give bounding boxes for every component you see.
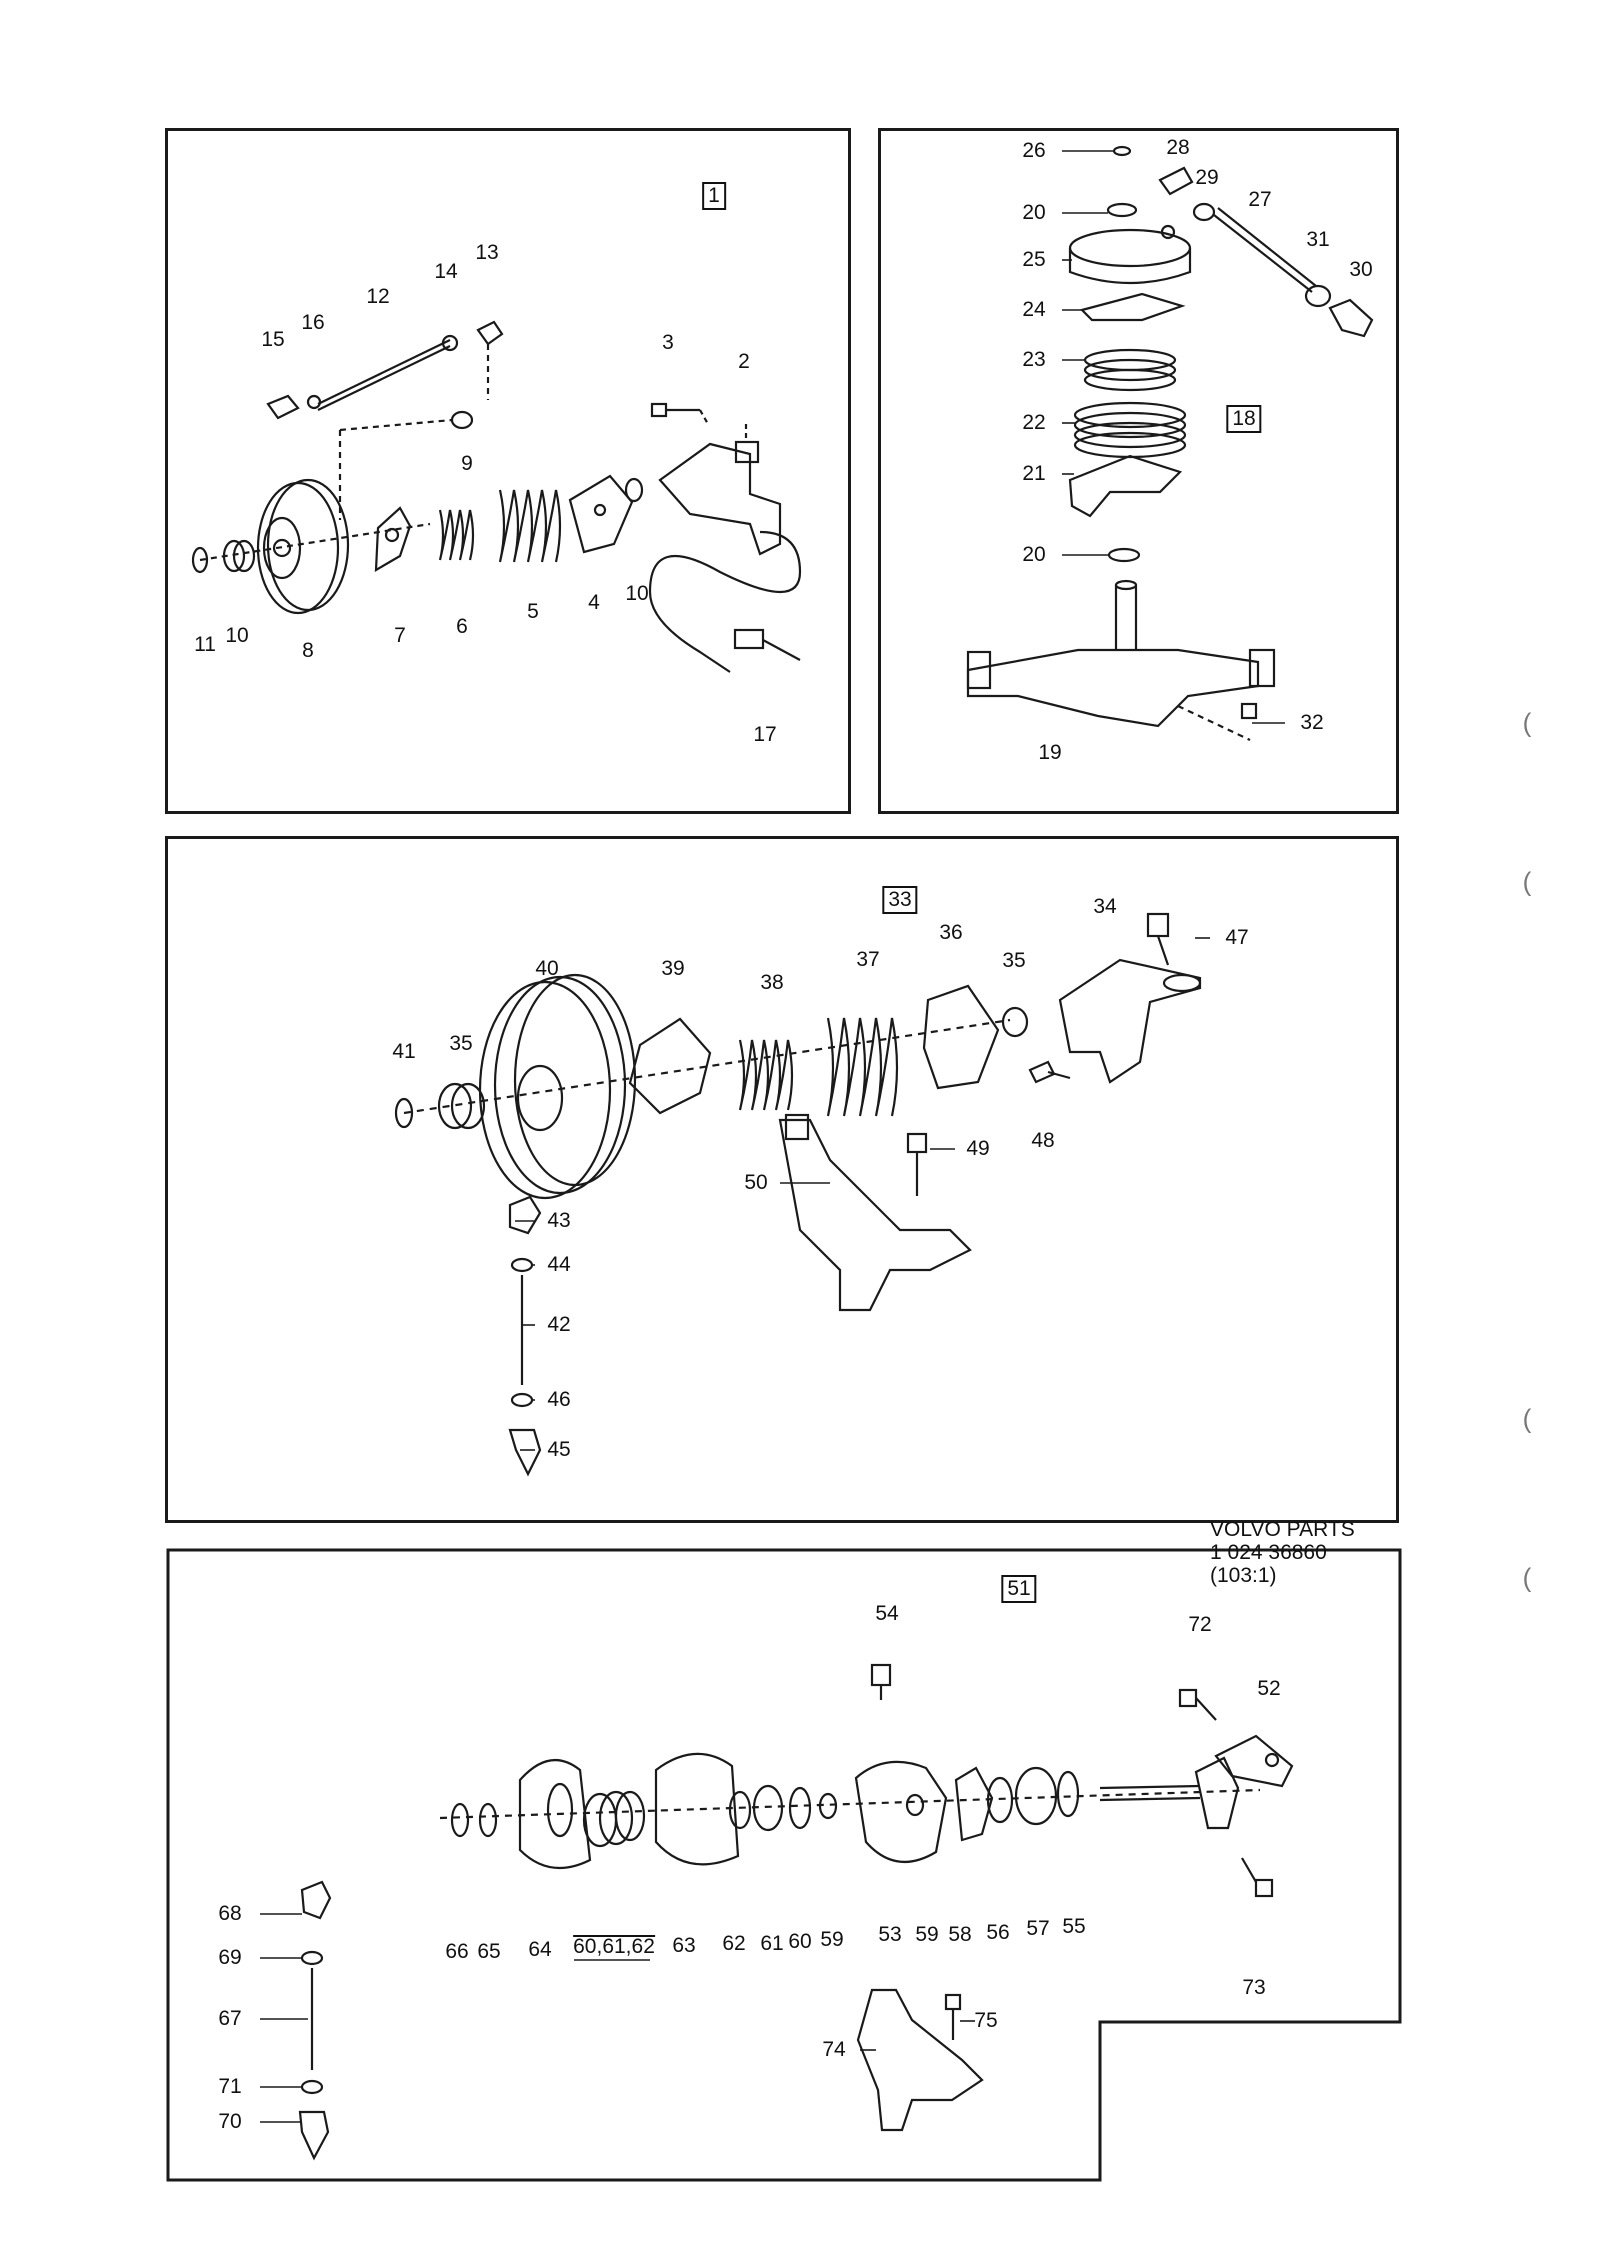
part-label: 44 bbox=[547, 1253, 571, 1276]
part-label: 60 bbox=[788, 1930, 812, 1953]
part-label: 60,61,62 bbox=[573, 1935, 655, 1958]
part-label: 34 bbox=[1093, 895, 1117, 918]
part-label: 10 bbox=[225, 624, 249, 647]
part-label: 67 bbox=[218, 2007, 242, 2030]
part-label: 12 bbox=[366, 285, 390, 308]
part-label: 69 bbox=[218, 1946, 242, 1969]
part-label: 21 bbox=[1022, 462, 1046, 485]
part-label: 62 bbox=[722, 1932, 746, 1955]
part-label: 63 bbox=[672, 1934, 696, 1957]
part-label: 73 bbox=[1242, 1976, 1266, 1999]
part-label: 20 bbox=[1022, 543, 1046, 566]
margin-mark: ( bbox=[1522, 707, 1532, 738]
part-label: 3 bbox=[662, 331, 674, 354]
part-label: 71 bbox=[218, 2075, 242, 2098]
part-label: 24 bbox=[1022, 298, 1046, 321]
group-number-51: 51 bbox=[1001, 1575, 1037, 1603]
part-label: 31 bbox=[1306, 228, 1330, 251]
part-label: 36 bbox=[939, 921, 963, 944]
part-label: 61 bbox=[760, 1932, 784, 1955]
part-label: 23 bbox=[1022, 348, 1046, 371]
part-label: 53 bbox=[878, 1923, 902, 1946]
part-label: 11 bbox=[194, 633, 216, 656]
part-label: 5 bbox=[527, 600, 539, 623]
catalog-number: 1 024 36860 bbox=[1210, 1541, 1327, 1564]
part-label: 39 bbox=[661, 957, 685, 980]
panel1-parts bbox=[191, 320, 802, 673]
part-label: 8 bbox=[302, 639, 314, 662]
margin-mark: ( bbox=[1522, 866, 1532, 897]
part-label: 38 bbox=[760, 971, 784, 994]
panel-group-18 bbox=[878, 128, 1399, 814]
part-label: 32 bbox=[1300, 711, 1324, 734]
part-label: 35 bbox=[1002, 949, 1026, 972]
part-label: 66 bbox=[445, 1940, 469, 1963]
part-label: 30 bbox=[1349, 258, 1373, 281]
part-label: 28 bbox=[1166, 136, 1190, 159]
catalog-brand: VOLVO PARTS bbox=[1210, 1518, 1355, 1541]
part-label: 47 bbox=[1225, 926, 1249, 949]
part-label: 45 bbox=[547, 1438, 571, 1461]
group-number-33: 33 bbox=[882, 886, 918, 914]
group-number-1: 1 bbox=[702, 182, 726, 210]
part-label: 19 bbox=[1038, 741, 1062, 764]
part-label: 41 bbox=[392, 1040, 416, 1063]
part-label: 6 bbox=[456, 615, 468, 638]
leader-lines bbox=[260, 150, 1285, 2123]
part-label: 29 bbox=[1195, 166, 1219, 189]
part-label: 74 bbox=[822, 2038, 846, 2061]
part-label: 20 bbox=[1022, 201, 1046, 224]
panel18-parts bbox=[966, 145, 1374, 741]
part-label: 59 bbox=[820, 1928, 844, 1951]
part-label: 35 bbox=[449, 1032, 473, 1055]
panel-group-1 bbox=[165, 128, 851, 814]
part-label: 14 bbox=[434, 260, 458, 283]
panel51-parts bbox=[298, 1663, 1294, 2161]
part-label: 17 bbox=[753, 723, 777, 746]
part-label: 68 bbox=[218, 1902, 242, 1925]
part-label: 49 bbox=[966, 1137, 990, 1160]
panel-group-51-outline bbox=[166, 1548, 1402, 2182]
part-label: 15 bbox=[261, 328, 285, 351]
part-label: 64 bbox=[528, 1938, 552, 1961]
part-label: 16 bbox=[301, 311, 325, 334]
part-label: 70 bbox=[218, 2110, 242, 2133]
part-label: 9 bbox=[461, 452, 473, 475]
part-label: 57 bbox=[1026, 1917, 1050, 1940]
part-label: 55 bbox=[1062, 1915, 1086, 1938]
part-label: 50 bbox=[744, 1171, 768, 1194]
part-label: 2 bbox=[738, 350, 750, 373]
part-label: 37 bbox=[856, 948, 880, 971]
margin-mark: ( bbox=[1522, 1403, 1532, 1434]
margin-mark: ( bbox=[1522, 1562, 1532, 1593]
part-label: 25 bbox=[1022, 248, 1046, 271]
part-label: 75 bbox=[974, 2009, 998, 2032]
panel33-parts bbox=[394, 912, 1202, 1477]
part-label: 40 bbox=[535, 957, 559, 980]
part-label: 10 bbox=[625, 582, 649, 605]
part-label: 59 bbox=[915, 1923, 939, 1946]
catalog-reference: VOLVO PARTS 1 024 36860 (103:1) bbox=[1210, 1518, 1355, 1587]
part-label: 13 bbox=[475, 241, 499, 264]
group-number-18: 18 bbox=[1226, 405, 1262, 433]
part-label: 56 bbox=[986, 1921, 1010, 1944]
part-label: 52 bbox=[1257, 1677, 1281, 1700]
part-label: 27 bbox=[1248, 188, 1272, 211]
part-label: 7 bbox=[394, 624, 406, 647]
part-label: 54 bbox=[875, 1602, 899, 1625]
part-label: 65 bbox=[477, 1940, 501, 1963]
part-label: 22 bbox=[1022, 411, 1046, 434]
part-label: 43 bbox=[547, 1209, 571, 1232]
part-label: 58 bbox=[948, 1923, 972, 1946]
catalog-page: (103:1) bbox=[1210, 1564, 1277, 1587]
part-label: 46 bbox=[547, 1388, 571, 1411]
part-label: 26 bbox=[1022, 139, 1046, 162]
panel-group-33 bbox=[165, 836, 1399, 1523]
part-label: 4 bbox=[588, 591, 600, 614]
part-label: 72 bbox=[1188, 1613, 1212, 1636]
part-label: 42 bbox=[547, 1313, 571, 1336]
part-label: 48 bbox=[1031, 1129, 1055, 1152]
